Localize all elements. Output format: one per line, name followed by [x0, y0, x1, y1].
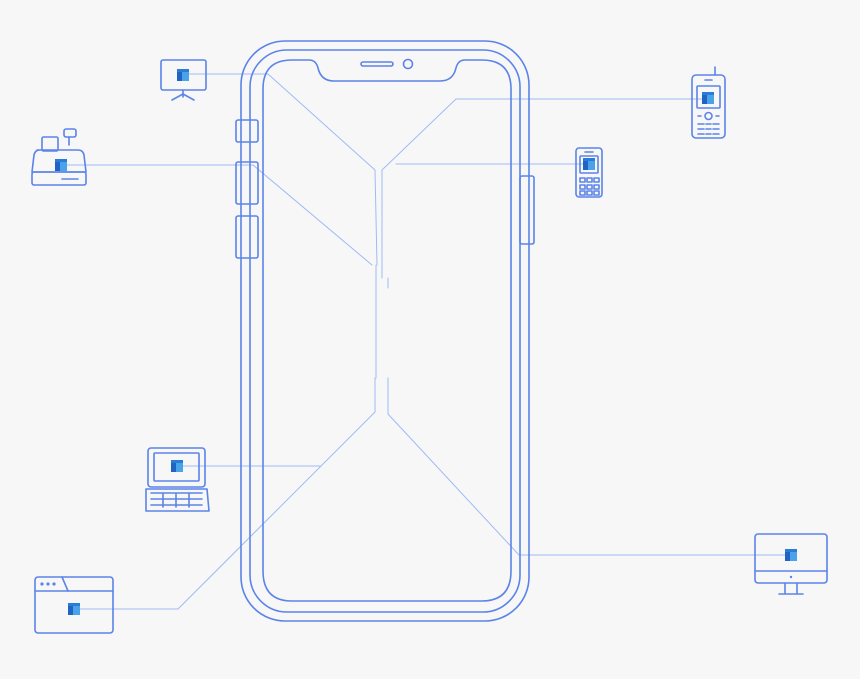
- phone-side-button-1: [235, 119, 259, 143]
- monitor-on-stand-icon: [160, 59, 207, 101]
- laptop-icon: [145, 447, 210, 512]
- phone-side-button-2: [235, 161, 259, 205]
- connector-monitor-top: [183, 73, 378, 266]
- connector-lines: [60, 73, 792, 610]
- phone-screen: [262, 59, 512, 602]
- browser-window-icon: [34, 576, 114, 634]
- feature-phone-icon: [691, 66, 726, 139]
- connector-browser: [73, 377, 376, 610]
- phone-bezel: [249, 49, 521, 613]
- connector-desktop: [387, 377, 792, 556]
- bus-lines: [375, 264, 389, 379]
- connector-feature-phone: [381, 98, 709, 279]
- smartphone-frame: [235, 40, 535, 622]
- desktop-computer-icon: [754, 533, 828, 595]
- phone-outer-shell: [240, 40, 530, 622]
- keypad-phone-icon: [575, 147, 603, 198]
- phone-speaker: [360, 61, 394, 67]
- phone-side-button-3: [235, 215, 259, 259]
- connector-cash-register: [60, 164, 373, 266]
- phone-camera: [402, 58, 414, 70]
- phone-power-button: [519, 175, 535, 245]
- cash-register-icon: [31, 128, 87, 186]
